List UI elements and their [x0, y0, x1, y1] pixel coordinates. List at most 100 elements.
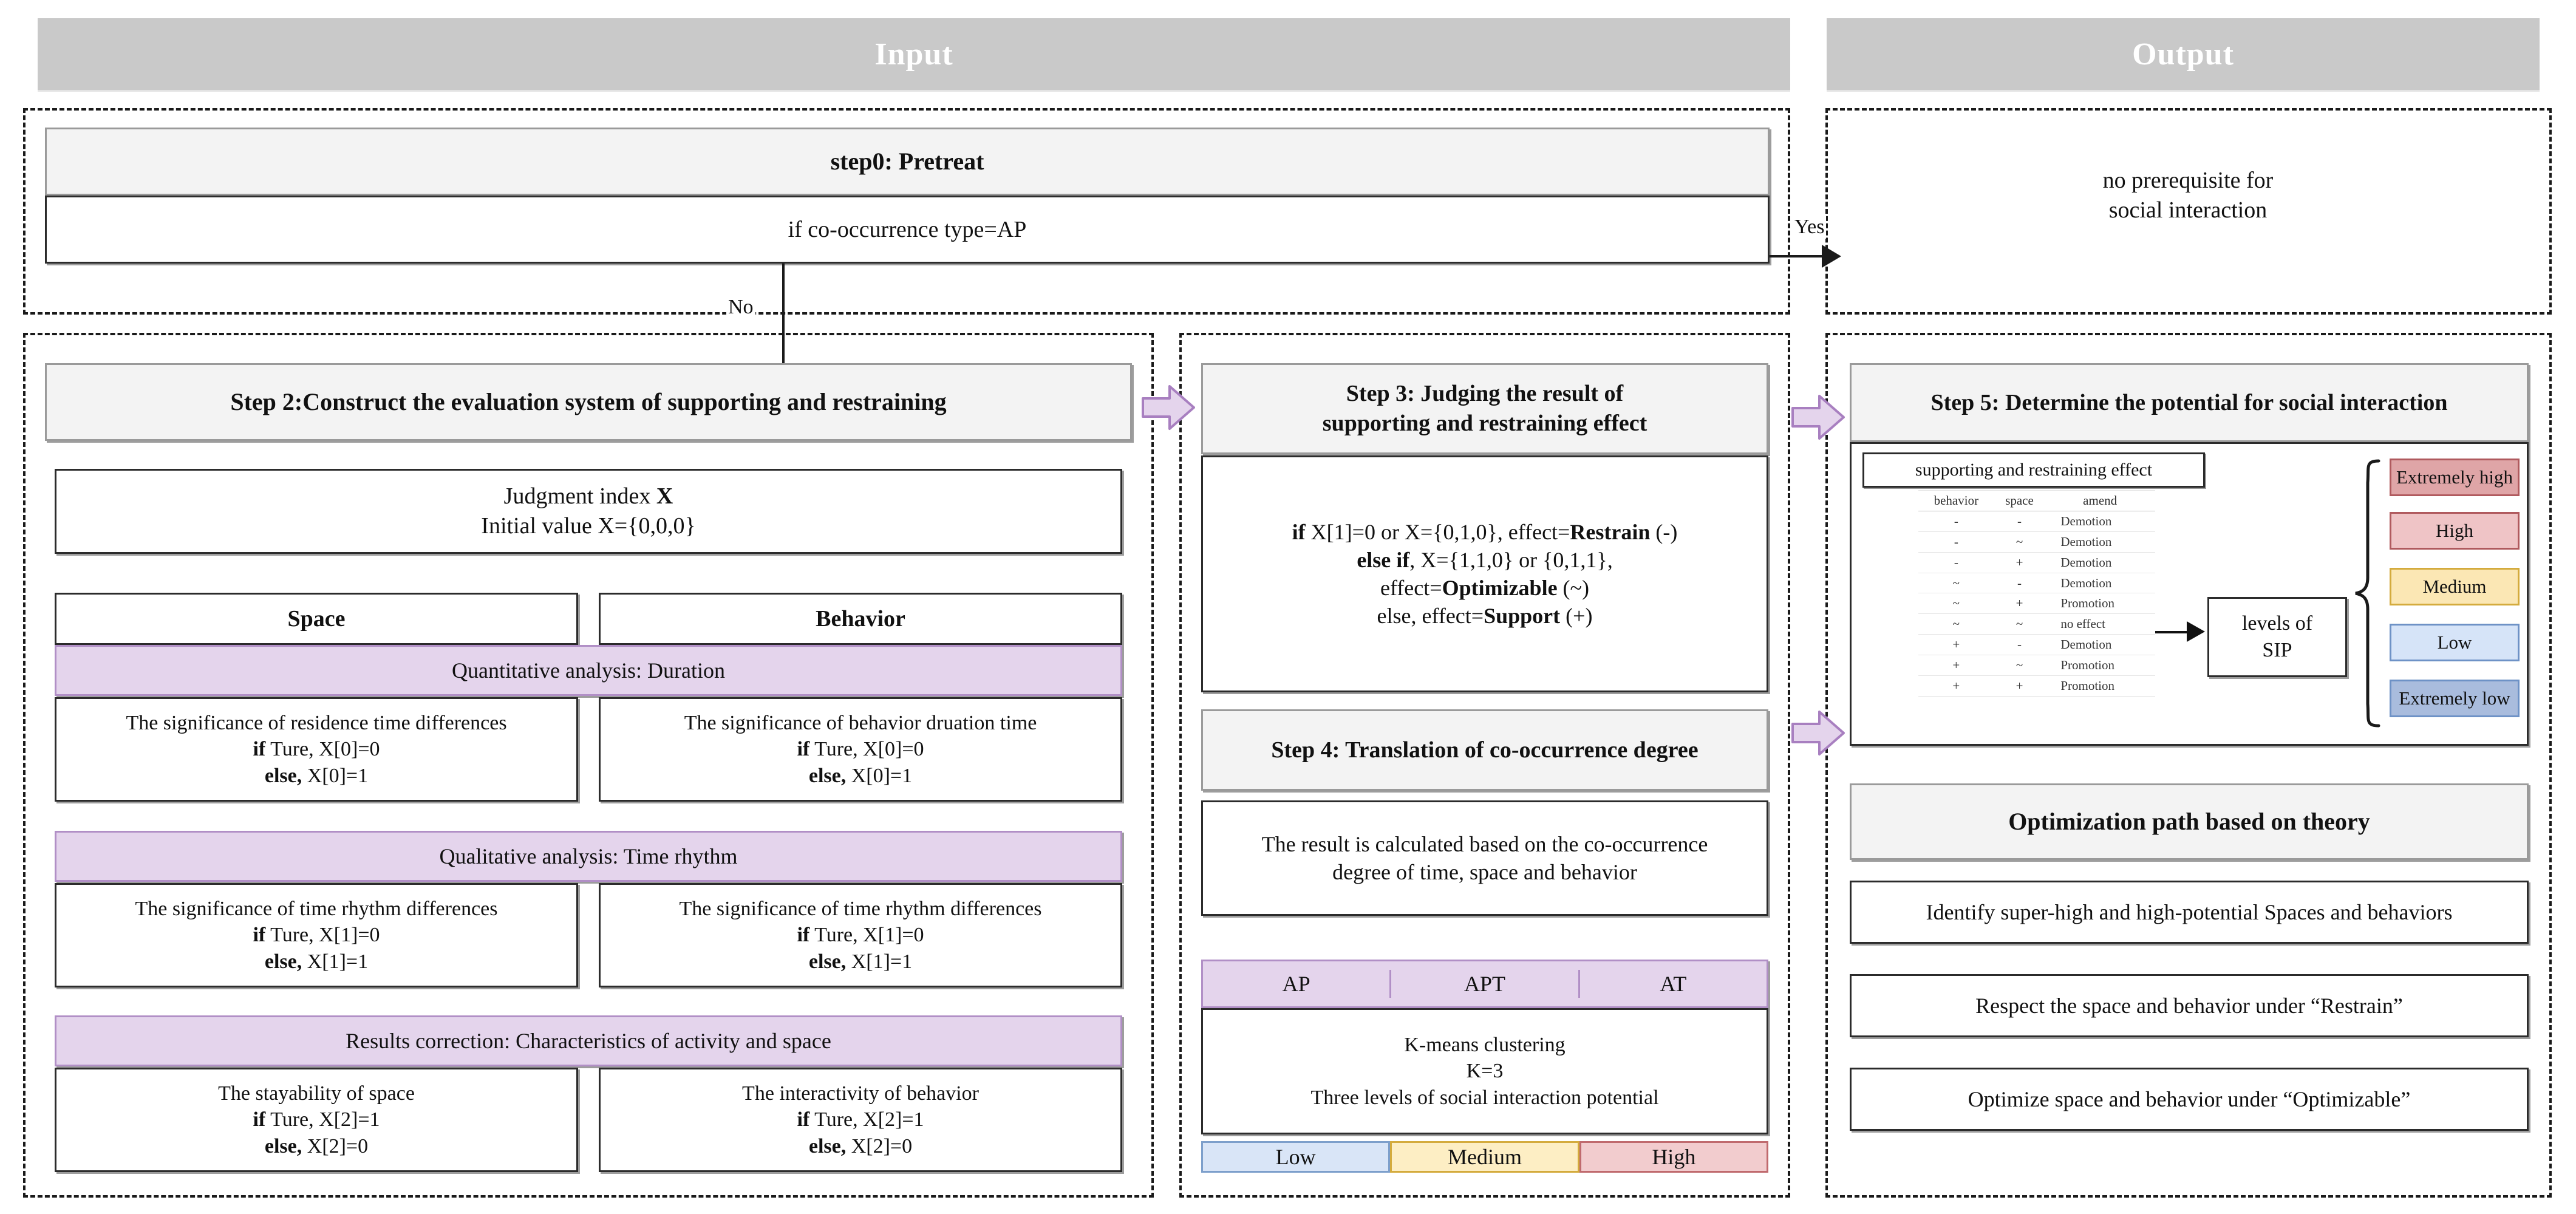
cell-line2: if Ture, X[0]=0: [797, 738, 924, 761]
curly-brace-icon: [2355, 459, 2380, 728]
supporting-restraining-effect-label: supporting and restraining effect: [1862, 452, 2205, 488]
table-row: ~~no effect: [1918, 613, 2155, 635]
step34-group-frame: [1179, 333, 1790, 1198]
step4-type-header-row: AP APT AT: [1201, 960, 1768, 1008]
cell-space: +: [1994, 551, 2045, 573]
cell-behavior: ~: [1918, 613, 1994, 635]
step3-rule-2: else if, X={1,1,0} or {0,1,1},: [1357, 547, 1613, 572]
judgment-index-line1: Judgment index X: [503, 483, 673, 510]
cell-line1: The significance of time rhythm differen…: [135, 897, 498, 920]
step2-group-header-qualitative: Qualitative analysis: Time rhythm: [55, 831, 1122, 882]
step4-type-at: AT: [1660, 971, 1687, 996]
step0-condition-box: if co-occurrence type=AP: [45, 196, 1770, 264]
edge-label-yes: Yes: [1793, 216, 1827, 239]
kmeans-line1: K-means clustering: [1404, 1033, 1566, 1056]
cell-behavior: ~: [1918, 572, 1994, 594]
connector-arrow-step4-to-step5: [1791, 709, 1845, 757]
no-prerequisite-line2: social interaction: [2108, 197, 2268, 223]
cell-amend: Demotion: [2045, 634, 2155, 655]
optimization-path-title-box: Optimization path based on theory: [1850, 783, 2529, 860]
cell-amend: no effect: [2045, 613, 2155, 635]
table-header-row: behavior space amend: [1918, 490, 2155, 511]
connector-arrow-step3-to-step5: [1791, 394, 1845, 441]
step2-cell-behavior-qualitative: The significance of time rhythm differen…: [599, 883, 1122, 987]
optimization-title-label: Optimization path based on theory: [2008, 808, 2370, 836]
cell-line3: else, X[1]=1: [808, 950, 913, 973]
output-header-label: Output: [2132, 36, 2234, 72]
step4-kmeans-box: K-means clustering K=3 Three levels of s…: [1201, 1008, 1768, 1134]
edge-no-line: [782, 264, 785, 397]
optimization-item-label: Respect the space and behavior under “Re…: [1975, 993, 2403, 1018]
cell-amend: Demotion: [2045, 531, 2155, 553]
sip-level-low: Low: [2390, 624, 2520, 661]
cell-behavior: -: [1918, 551, 1994, 573]
edge-yes-line: [1770, 255, 1828, 257]
levels-of-sip-box: levels of SIP: [2207, 597, 2347, 677]
optimization-item-label: Identify super-high and high-potential S…: [1926, 899, 2453, 924]
table-body: --Demotion-~Demotion-+Demotion~-Demotion…: [1918, 510, 2155, 697]
step3-title-line2: supporting and restraining effect: [1322, 411, 1647, 436]
step3-rule-1: if X[1]=0 or X={0,1,0}, effect=Restrain …: [1292, 519, 1678, 544]
kmeans-line3: Three levels of social interaction poten…: [1310, 1086, 1659, 1109]
step2-cell-space-results-correction: The stayability of space if Ture, X[2]=1…: [55, 1068, 578, 1172]
step4-potential-levels-row: Low Medium High: [1201, 1133, 1768, 1181]
step2-title-label: Step 2:Construct the evaluation system o…: [230, 388, 947, 416]
step4-title-label: Step 4: Translation of co-occurrence deg…: [1271, 737, 1699, 763]
step3-rule-4: else, effect=Support (+): [1377, 604, 1593, 629]
table-row: --Demotion: [1918, 510, 2155, 532]
cell-behavior: -: [1918, 531, 1994, 553]
optimization-item-2: Respect the space and behavior under “Re…: [1850, 974, 2529, 1037]
cell-line1: The significance of behavior druation ti…: [684, 711, 1037, 734]
pretreat-group-frame: [23, 108, 1790, 315]
cell-amend: Demotion: [2045, 510, 2155, 532]
cell-line3: else, X[2]=0: [264, 1134, 369, 1158]
step2-group-header-quantitative: Quantitative analysis: Duration: [55, 645, 1122, 696]
optimization-item-label: Optimize space and behavior under “Optim…: [1968, 1086, 2411, 1111]
cell-amend: Demotion: [2045, 572, 2155, 594]
step4-title-box: Step 4: Translation of co-occurrence deg…: [1201, 709, 1768, 791]
sip-level-high: High: [2390, 512, 2520, 550]
edge-label-no: No: [726, 296, 755, 319]
table-to-sip-arrowhead: [2187, 621, 2205, 642]
th-space: space: [1994, 490, 2045, 511]
cell-line1: The stayability of space: [218, 1082, 415, 1105]
step5-title-box: Step 5: Determine the potential for soci…: [1850, 363, 2529, 442]
step2-group-header-results-correction: Results correction: Characteristics of a…: [55, 1015, 1122, 1066]
th-behavior: behavior: [1918, 490, 1994, 511]
optimization-item-3: Optimize space and behavior under “Optim…: [1850, 1068, 2529, 1131]
step2-cell-behavior-quantitative: The significance of behavior druation ti…: [599, 697, 1122, 802]
step0-condition-label: if co-occurrence type=AP: [788, 216, 1027, 242]
step4-desc-line2: degree of time, space and behavior: [1332, 860, 1637, 884]
no-prerequisite-note: no prerequisite for social interaction: [1846, 128, 2530, 264]
step4-description-box: The result is calculated based on the co…: [1201, 800, 1768, 916]
cell-line1: The significance of time rhythm differen…: [679, 897, 1042, 920]
step2-column-header-space: Space: [55, 593, 578, 645]
judgment-index-line2: Initial value X={0,0,0}: [481, 513, 696, 539]
edge-yes-arrowhead: [1822, 245, 1841, 268]
step2-behavior-label: Behavior: [816, 605, 905, 632]
table-row: ++Promotion: [1918, 675, 2155, 697]
cell-line3: else, X[0]=1: [264, 764, 369, 787]
step4-level-high: High: [1579, 1141, 1768, 1173]
table-row: ~-Demotion: [1918, 572, 2155, 594]
step4-desc-line1: The result is calculated based on the co…: [1261, 831, 1708, 856]
table-row: -+Demotion: [1918, 551, 2155, 573]
cell-behavior: +: [1918, 675, 1994, 697]
step4-type-ap: AP: [1203, 969, 1392, 998]
table-row: +~Promotion: [1918, 655, 2155, 676]
sip-line2: SIP: [2262, 639, 2292, 661]
cell-line2: if Ture, X[0]=0: [253, 738, 380, 761]
cell-space: ~: [1994, 655, 2045, 676]
cell-line3: else, X[0]=1: [808, 764, 913, 787]
cell-space: +: [1994, 593, 2045, 615]
cell-line2: if Ture, X[1]=0: [253, 924, 380, 947]
step2-title-box: Step 2:Construct the evaluation system o…: [45, 363, 1132, 441]
step2-column-header-behavior: Behavior: [599, 593, 1122, 645]
kmeans-line2: K=3: [1466, 1060, 1504, 1083]
cell-line1: The significance of residence time diffe…: [126, 711, 507, 734]
step2-group-frame: [23, 333, 1154, 1198]
cell-behavior: +: [1918, 655, 1994, 676]
step5-group-frame: [1825, 333, 2552, 1198]
table-row: -~Demotion: [1918, 531, 2155, 553]
step2-space-label: Space: [287, 605, 346, 632]
